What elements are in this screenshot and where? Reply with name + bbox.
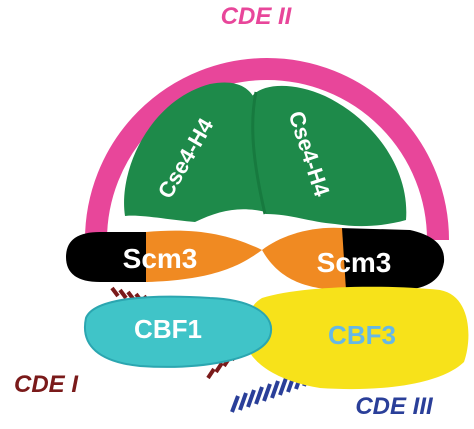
scm3-right-end [340,228,445,290]
cde1-label: CDE I [14,371,79,398]
cbf3-label: CBF3 [328,320,396,350]
cbf3-complex [245,286,469,390]
scm3-left-end [66,232,148,282]
scm3-right-label: Scm3 [317,247,392,278]
cbf1-label: CBF1 [134,314,202,344]
cde2-label: CDE II [221,3,293,30]
scm3-right-core [262,227,346,290]
cse4-h4-right-lobe [250,85,407,227]
cbf1-complex [83,295,273,368]
cde3-label: CDE III [355,393,434,420]
scm3-left-label: Scm3 [123,243,198,274]
scm3-left-core [146,230,262,282]
cse4-h4-left-lobe [124,82,266,222]
cde2-arc [85,58,449,241]
cse4-h4-divider [251,91,267,215]
